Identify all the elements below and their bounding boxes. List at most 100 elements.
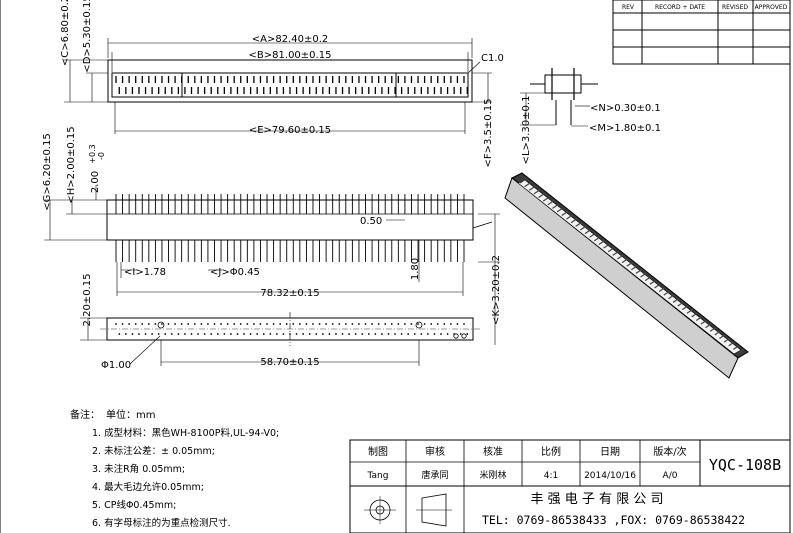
iso-pin [686,308,694,314]
footprint-hole [390,323,393,325]
tb-header-scale: 比例 [541,445,561,458]
iso-pin [542,196,550,202]
dim-d-label: <D>5.30±0.15 [82,0,93,73]
footprint-hole [115,323,117,325]
dim-e: <E>79.60±0.15 [114,102,466,136]
iso-pin [584,229,592,235]
isometric-view [504,172,749,379]
iso-pin [589,232,596,238]
iso-pin [593,236,601,242]
footprint-hole [321,333,324,335]
footprint-hole [138,333,140,335]
footprint-hole [174,323,176,325]
iso-pin [668,294,675,300]
dim-c-d: <C>6.80±0.2 <D>5.30±0.15 [60,0,108,103]
footprint-hole [367,333,370,335]
iso-pin [644,276,652,282]
iso-pin [677,301,685,307]
footprint-hole [456,323,459,325]
footprint-hole [157,333,160,335]
footprint-hole [420,333,423,335]
footprint-hole [358,323,360,325]
dim-220-label: 2.20±0.15 [82,274,93,327]
iso-pin [528,185,536,191]
iso-pin [579,225,587,231]
footprint-hole [203,333,206,335]
chamfer-label: C1.0 [481,53,504,64]
footprint-hole [190,333,193,335]
footprint-hole [440,333,442,335]
footprint-hole [180,323,183,325]
footprint-hole [433,333,436,335]
footprint-hole [436,323,439,325]
footprint-hole [151,333,154,335]
tb-header-date: 日期 [600,446,620,458]
dim-k-label: <K>3.20±0.2 [491,255,502,325]
iso-pin [723,337,731,343]
footprint-hole [236,333,239,335]
iso-pin [714,330,722,336]
iso-pin [705,323,712,329]
footprint-hole [161,323,163,325]
notes: 备注： 单位：mm 1. 成型材料：黑色WH-8100P料,UL-94-V0; … [70,408,279,529]
projection-symbol-icon [364,493,452,527]
front-view: 0.50 [106,194,493,262]
pin-side-view: <L>3.30±0.1 <N>0.30±0.1 <M>1.80±0.1 [520,68,661,164]
footprint-hole [374,333,377,335]
footprint-hole [279,323,282,325]
rev-header-rev: REV [622,4,635,11]
footprint-hole [308,333,311,335]
iso-pin [566,214,573,220]
tb-value-approved: 米刚林 [479,469,506,481]
iso-pin [709,326,717,332]
top-view: C1.0 [107,53,504,103]
footprint-hole [417,323,419,325]
footprint-hole [466,333,469,335]
dim-200-tol-plus: +0.3 [88,144,97,163]
tb-header-approved: 核准 [483,445,503,458]
footprint-hole [184,333,186,335]
footprint-hole [121,323,124,325]
dim-f: <F>3.5±0.15 [472,72,494,168]
iso-pin [630,265,638,271]
dim-180-label: 1.80 [410,258,421,280]
iso-pin [719,334,726,340]
footprint-hole [118,333,121,335]
footprint-hole [289,333,291,335]
footprint-hole [207,323,209,325]
footprint-hole [200,323,203,325]
dim-200-tol-label: 2.00 [90,171,101,193]
iso-pin [672,297,680,303]
revision-table: REV RECORD + DATE REVISED APPROVED [612,0,791,65]
iso-pin [598,239,606,245]
footprint-hole [292,323,295,325]
dim-e-label: <E>79.60±0.15 [249,125,331,136]
footprint-hole [325,323,328,325]
footprint-hole [282,333,285,335]
rev-header-record: RECORD + DATE [655,4,705,11]
footprint-hole [354,333,357,335]
footprint-hole [213,323,216,325]
footprint-hole [154,323,157,325]
footprint-hole [269,333,272,335]
footprint-hole [170,333,173,335]
footprint-hole [341,333,344,335]
footprint-hole [193,323,196,325]
iso-pin [617,254,624,260]
footprint-hole [164,333,167,335]
footprint-hole [387,333,390,335]
dim-b: <B>81.00±0.15 [111,50,469,72]
iso-pin [547,200,555,206]
footprint-hole [335,333,337,335]
iso-pin [682,305,689,311]
footprint-hole [348,333,350,335]
footprint-hole [305,323,308,325]
company-contact: TEL: 0769-86538433 ,FOX: 0769-86538422 [482,513,745,527]
footprint-hole [262,333,265,335]
dim-7832-label: 78.32±0.15 [260,288,319,299]
iso-pin [728,341,736,347]
footprint-hole [449,323,452,325]
footprint-hole [144,333,147,335]
footprint-hole [295,333,298,335]
footprint-hole [364,323,367,325]
